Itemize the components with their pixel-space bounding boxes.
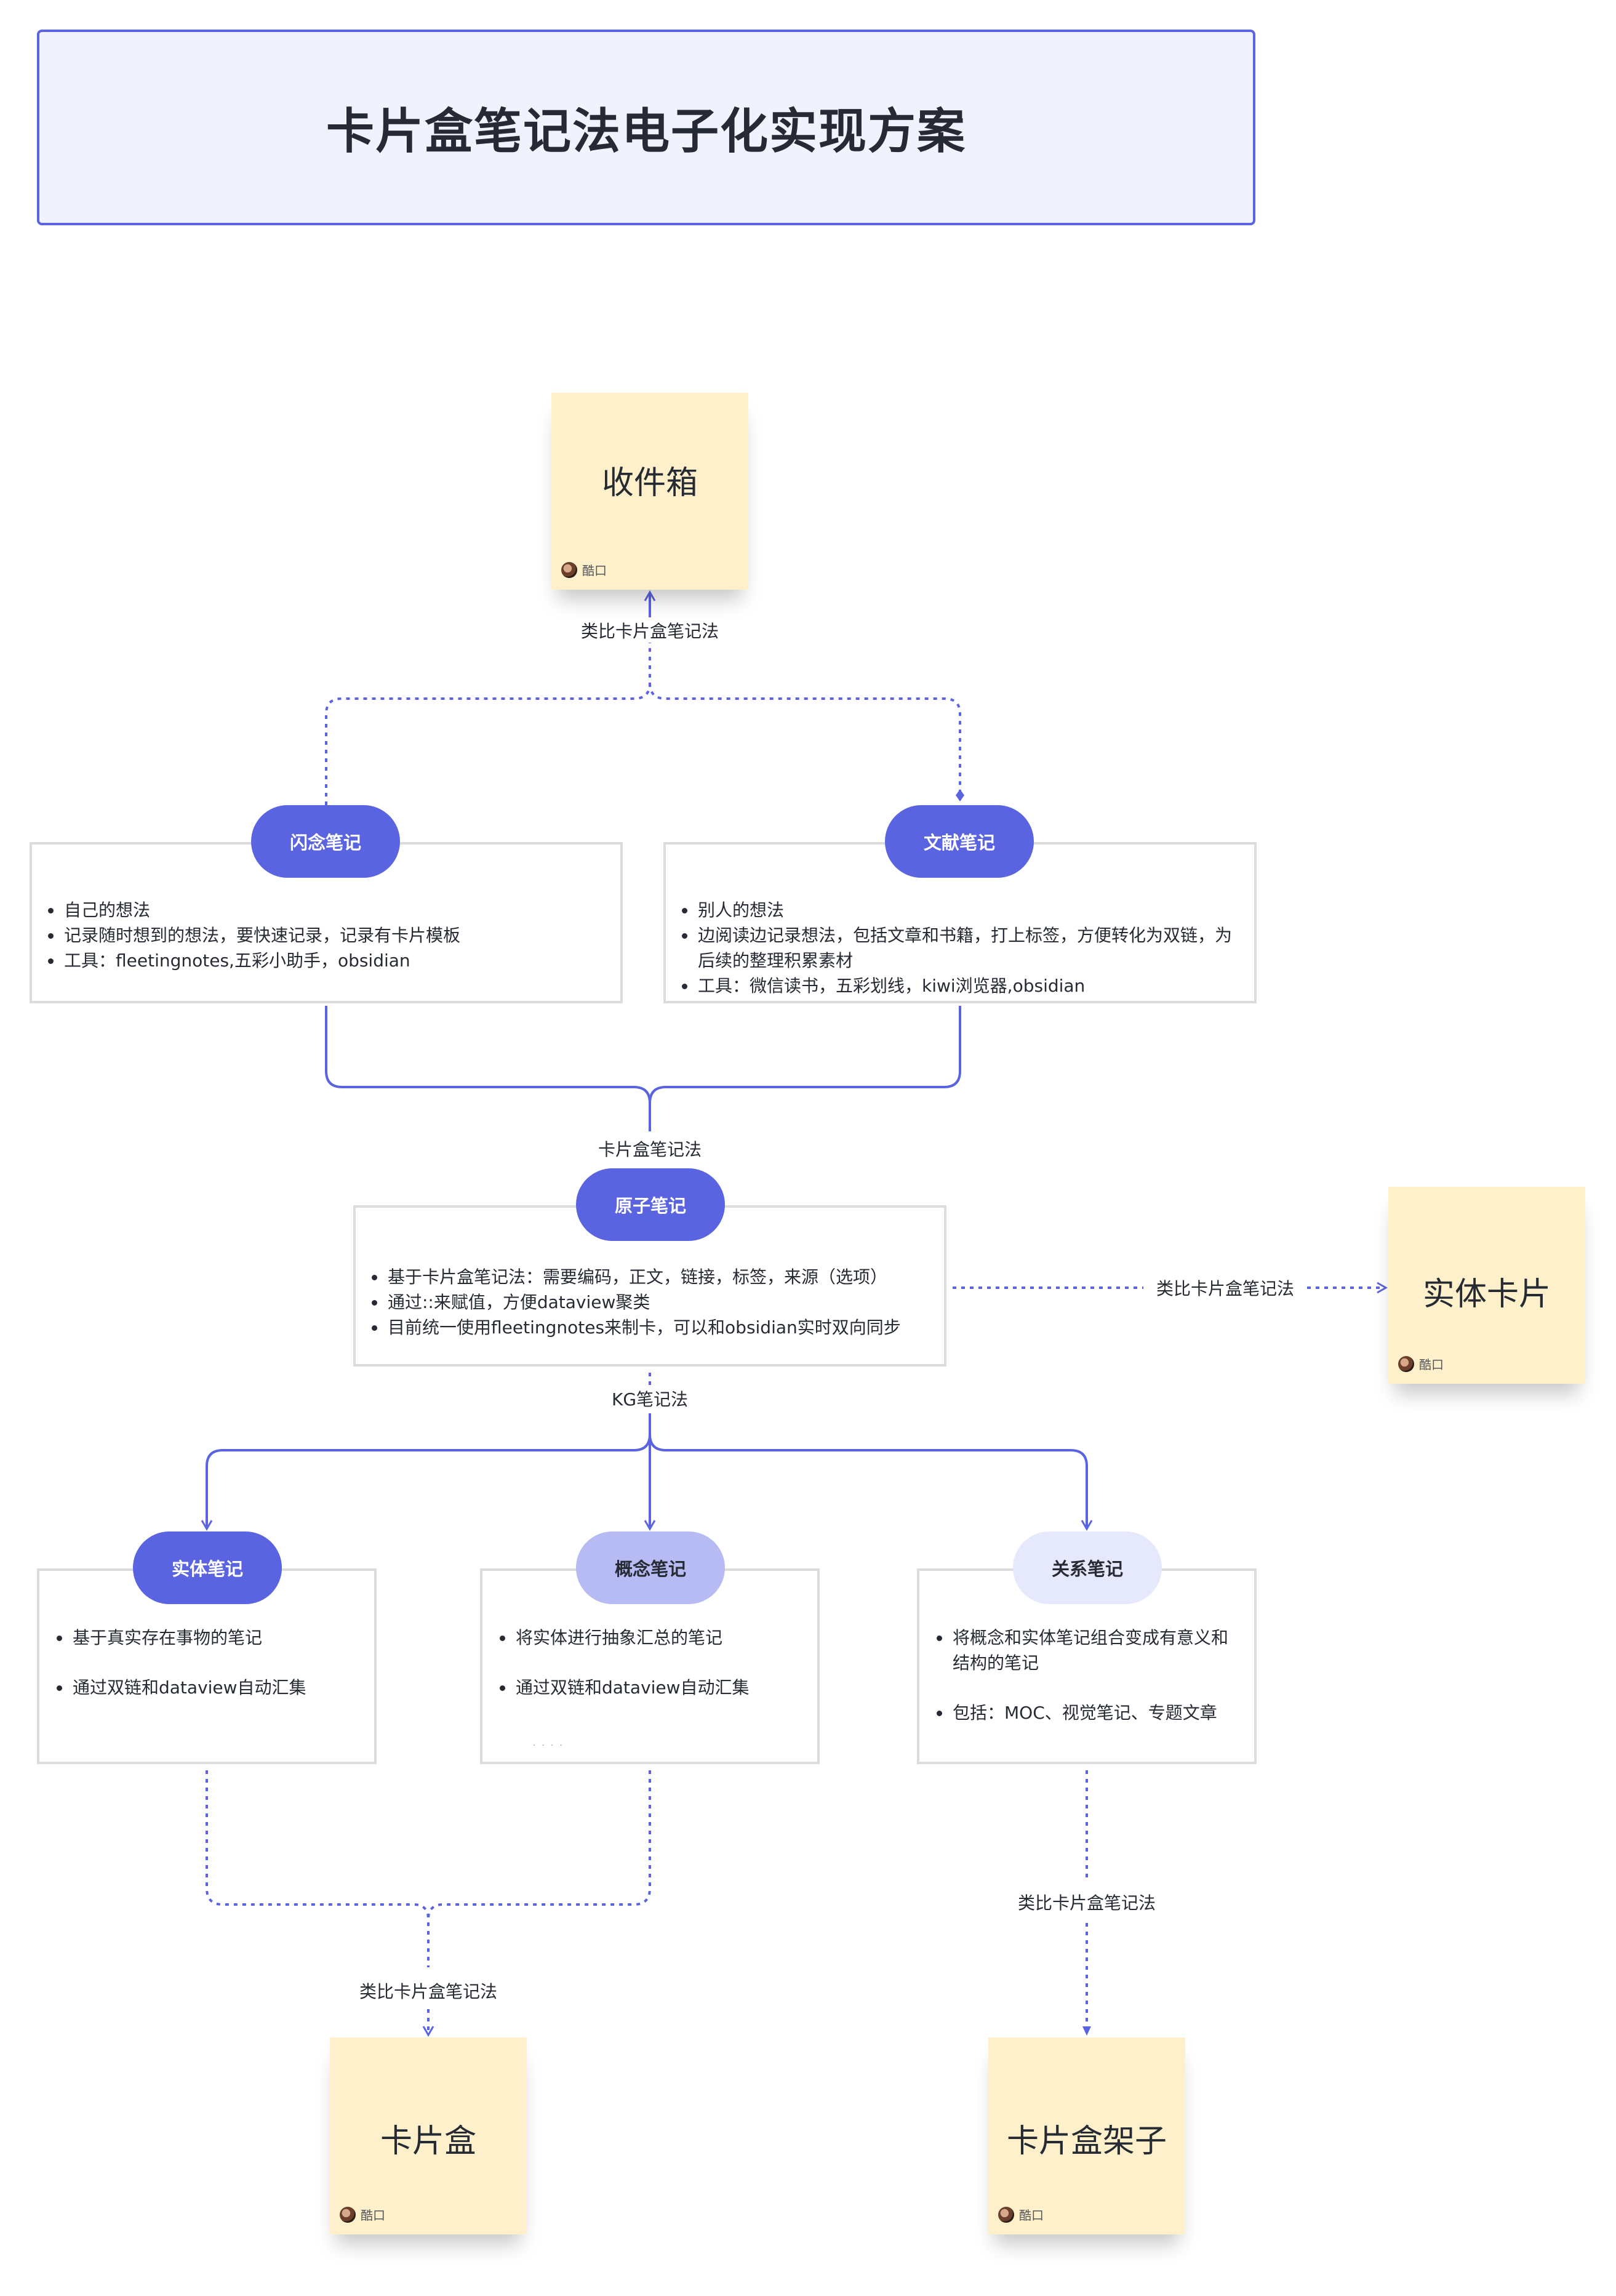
list-item: 包括：MOC、视觉笔记、专题文章 <box>934 1700 1244 1725</box>
sticky-physical-card-text: 实体卡片 <box>1422 1276 1551 1313</box>
sticky-card-box-shelf-text: 卡片盒架子 <box>1006 2123 1167 2160</box>
edge-bracket-to-atomic <box>325 1006 961 1104</box>
list-item: 目前统一使用fleetingnotes来制卡，可以和obsidian实时双向同步 <box>369 1315 932 1340</box>
list-item: 将实体进行抽象汇总的笔记 <box>497 1625 807 1650</box>
list-item: 通过::来赋值，方便dataview聚类 <box>369 1290 932 1315</box>
sticky-card-box-shelf[interactable]: 卡片盒架子 酷口 <box>988 2037 1185 2234</box>
list-item: 通过双链和dataview自动汇集 <box>497 1675 807 1700</box>
edge-kg-to-entity <box>201 1434 651 1531</box>
avatar <box>340 2206 356 2223</box>
node-concept-notes[interactable]: 概念笔记 <box>576 1531 725 1604</box>
edge-label-to-physical: 类比卡片盒笔记法 <box>1151 1275 1300 1300</box>
list-item: 工具：微信读书，五彩划线，kiwi浏览器,obsidian <box>679 973 1238 998</box>
edge-concept-to-cardbox <box>427 1770 651 1920</box>
author-name: 酷口 <box>1419 1357 1444 1372</box>
edge-fleeting-to-inbox <box>325 616 651 805</box>
author-name: 酷口 <box>1019 2208 1044 2223</box>
avatar <box>561 561 577 578</box>
sticky-inbox[interactable]: 收件箱 酷口 <box>551 393 748 590</box>
list-item: 自己的想法 <box>46 897 608 923</box>
list-item: 边阅读边记录想法，包括文章和书籍，打上标签，方便转化为双链，为后续的整理积累素材 <box>679 923 1238 973</box>
edge-kg-to-relation <box>649 1434 1093 1531</box>
list-item: 基于卡片盒笔记法：需要编码，正文，链接，标签，来源（选项） <box>369 1264 932 1290</box>
list-item: 基于真实存在事物的笔记 <box>54 1625 364 1650</box>
node-entity-notes[interactable]: 实体笔记 <box>133 1531 282 1604</box>
edge-label-to-shelf: 类比卡片盒笔记法 <box>1012 1890 1161 1914</box>
list-item: 别人的想法 <box>679 897 1238 923</box>
avatar <box>998 2206 1014 2223</box>
sticky-author: 酷口 <box>1398 1355 1444 1373</box>
node-literature-notes[interactable]: 文献笔记 <box>885 805 1034 878</box>
sticky-author: 酷口 <box>998 2206 1044 2223</box>
avatar <box>1398 1355 1414 1372</box>
sticky-card-box-text: 卡片盒 <box>380 2123 476 2160</box>
author-name: 酷口 <box>361 2208 385 2223</box>
sticky-author: 酷口 <box>340 2206 385 2223</box>
node-fleeting-notes[interactable]: 闪念笔记 <box>251 805 400 878</box>
edge-label-to-kg: KG笔记法 <box>606 1386 694 1411</box>
author-name: 酷口 <box>582 563 607 578</box>
edge-entity-to-cardbox <box>206 1770 430 1967</box>
faint-dots: ···· <box>533 1741 569 1751</box>
list-item: 记录随时想到的想法，要快速记录，记录有卡片模板 <box>46 923 608 948</box>
node-atomic-notes[interactable]: 原子笔记 <box>576 1168 725 1241</box>
diagram-title: 卡片盒笔记法电子化实现方案 <box>326 104 966 159</box>
sticky-inbox-text: 收件箱 <box>601 465 698 502</box>
title-box: 卡片盒笔记法电子化实现方案 <box>37 30 1255 225</box>
sticky-physical-card[interactable]: 实体卡片 酷口 <box>1388 1187 1585 1384</box>
edge-inbox-to-literature <box>649 683 964 801</box>
edge-label-to-atomic: 卡片盒笔记法 <box>593 1136 707 1161</box>
sticky-card-box[interactable]: 卡片盒 酷口 <box>330 2037 527 2234</box>
node-relation-notes[interactable]: 关系笔记 <box>1013 1531 1162 1604</box>
list-item: 通过双链和dataview自动汇集 <box>54 1675 364 1700</box>
sticky-author: 酷口 <box>561 561 607 579</box>
edge-label-to-card-box: 类比卡片盒笔记法 <box>354 1978 503 2003</box>
list-item: 工具：fleetingnotes,五彩小助手，obsidian <box>46 948 608 973</box>
list-item: 将概念和实体笔记组合变成有意义和结构的笔记 <box>934 1625 1244 1676</box>
edge-label-to-inbox: 类比卡片盒笔记法 <box>575 618 724 643</box>
